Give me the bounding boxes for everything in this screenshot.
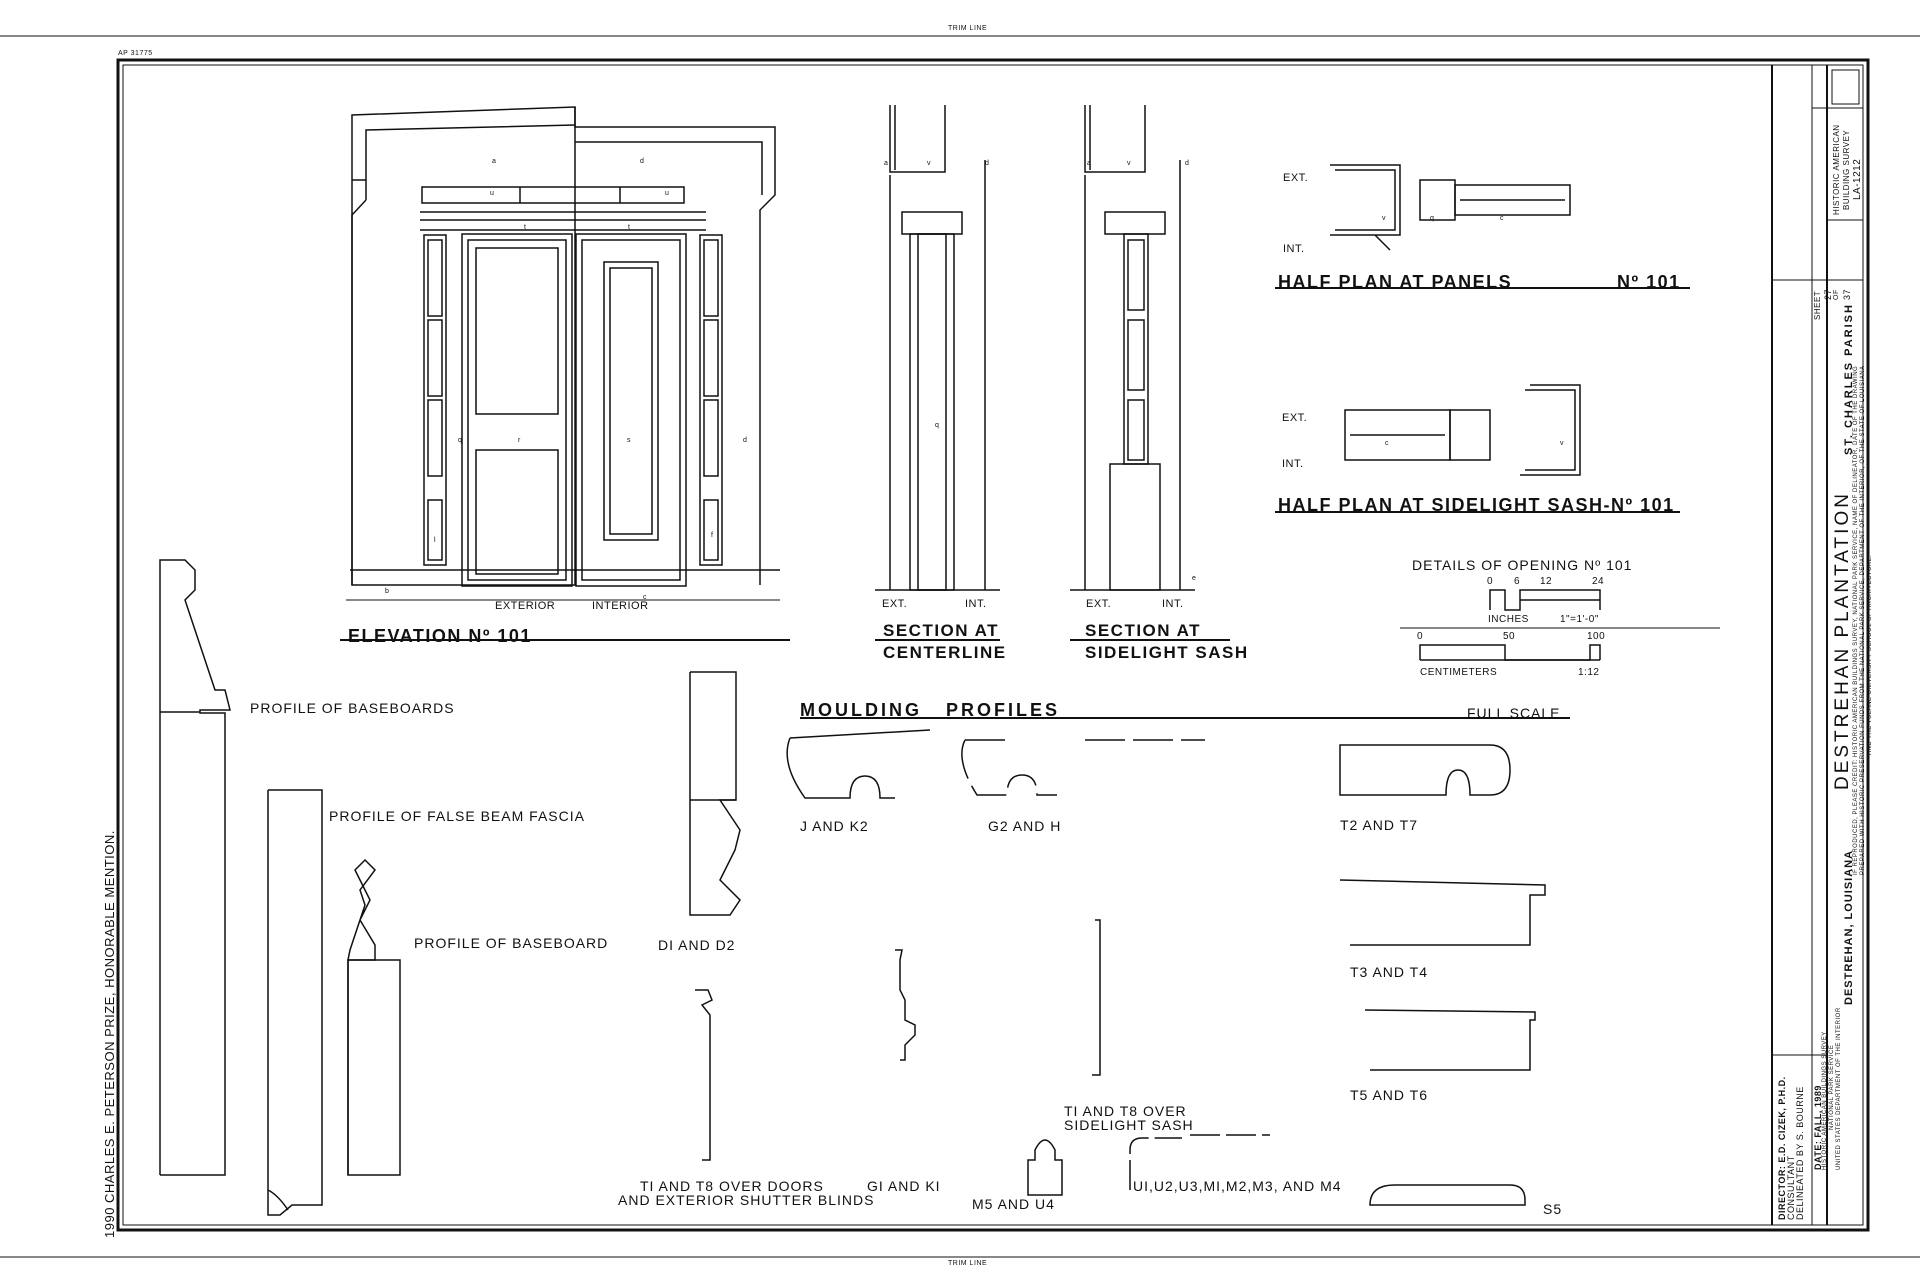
tb-credit-3: AND THE TULANE UNIVERSITY SCHOOL OF ARCH… xyxy=(1867,554,1873,755)
elevation-interior-label: INTERIOR xyxy=(592,600,649,612)
tb-service: NATIONAL PARK SERVICE xyxy=(1829,1044,1835,1130)
tb-sheet-of: OF xyxy=(1833,289,1840,300)
elev-letter-a: a xyxy=(492,158,497,165)
trim-line-bottom: TRIM LINE xyxy=(948,1260,988,1267)
tb-plantation-name: DESTREHAN PLANTATION xyxy=(1832,491,1853,790)
sec1-letter-v: v xyxy=(927,160,931,167)
elev-letter-f: f xyxy=(711,532,714,539)
sec2-letter-a: a xyxy=(1087,160,1092,167)
section-center-title-2: CENTERLINE xyxy=(883,643,1007,662)
plan1-letter-v: v xyxy=(1382,215,1386,222)
tb-habs-2: BUILDING SURVEY xyxy=(1842,129,1851,210)
sec2-letter-v: v xyxy=(1127,160,1131,167)
plan-panels-int: INT. xyxy=(1283,243,1305,255)
plan-sash-title: HALF PLAN AT SIDELIGHT SASH-Nº 101 xyxy=(1278,495,1675,515)
cm-tick-50: 50 xyxy=(1503,631,1516,642)
cm-tick-100: 100 xyxy=(1587,631,1606,642)
profile-u-series-label: UI,U2,U3,MI,M2,M3, AND M4 xyxy=(1133,1178,1342,1194)
sec2-letter-d: d xyxy=(1185,160,1190,167)
moulding-scale: FULL SCALE xyxy=(1467,705,1561,721)
profile-s5-label: S5 xyxy=(1543,1201,1563,1217)
tb-sheet-num: 27 xyxy=(1823,288,1833,300)
sec2-letter-e: e xyxy=(1192,575,1197,582)
elev-letter-l: l xyxy=(434,537,437,544)
tb-sheet-total: 37 xyxy=(1842,288,1852,300)
tb-credit-2: PREPARED WITH HISTORIC PRESERVATION FUND… xyxy=(1860,365,1866,875)
profile-t1-t8-sash-2: SIDELIGHT SASH xyxy=(1064,1117,1194,1133)
elev-letter-s: s xyxy=(627,437,631,444)
plan-sash-ext: EXT. xyxy=(1282,412,1308,424)
elev-letter-q: q xyxy=(458,437,463,444)
tb-habs-1: HISTORIC AMERICAN xyxy=(1832,124,1841,215)
elev-letter-b: b xyxy=(385,588,390,595)
profile-t1-t8-sash-1: TI AND T8 OVER xyxy=(1064,1103,1187,1119)
profile-t5-t6-label: T5 AND T6 xyxy=(1350,1087,1428,1103)
plan2-letter-v: v xyxy=(1560,440,1564,447)
elevation-title: ELEVATION Nº 101 xyxy=(348,626,532,646)
profile-t1-t8-doors-2: AND EXTERIOR SHUTTER BLINDS xyxy=(618,1192,875,1208)
tb-sheet-label: SHEET xyxy=(1813,290,1822,320)
elev-letter-t1: t xyxy=(524,224,527,231)
inch-tick-6: 6 xyxy=(1514,576,1521,587)
moulding-title: MOULDING PROFILES xyxy=(800,700,1061,720)
profile-j-k2-label: J AND K2 xyxy=(800,818,869,834)
sec1-letter-q: q xyxy=(935,422,940,429)
elev-letter-c: c xyxy=(643,594,647,601)
cm-scale: 1:12 xyxy=(1578,667,1600,678)
cm-tick-0: 0 xyxy=(1417,631,1424,642)
sec1-letter-d: d xyxy=(985,160,990,167)
elev-letter-u1: u xyxy=(490,190,495,197)
tb-department: UNITED STATES DEPARTMENT OF THE INTERIOR xyxy=(1836,1007,1842,1170)
plan1-letter-q: q xyxy=(1430,215,1435,222)
plan-sash-int: INT. xyxy=(1282,458,1304,470)
inches-label: INCHES xyxy=(1488,614,1529,625)
profile-m5-u4-label: M5 AND U4 xyxy=(972,1196,1055,1212)
profile-baseboards-label: PROFILE OF BASEBOARDS xyxy=(250,700,455,716)
section-sash-title-2: SIDELIGHT SASH xyxy=(1085,643,1249,662)
plan-panels-ext: EXT. xyxy=(1283,172,1309,184)
profile-g1-k1-label: GI AND KI xyxy=(867,1178,941,1194)
tb-habs-id: LA-1212 xyxy=(1852,158,1863,200)
section-center-int: INT. xyxy=(965,598,987,610)
elev-letter-r: r xyxy=(518,437,521,444)
inch-tick-24: 24 xyxy=(1592,576,1605,587)
profile-g2-h-label: G2 AND H xyxy=(988,818,1062,834)
profile-d1-d2-label: DI AND D2 xyxy=(658,937,736,953)
profile-t1-t8-doors-1: TI AND T8 OVER DOORS xyxy=(640,1178,824,1194)
section-sash-title-1: SECTION AT xyxy=(1085,621,1202,640)
tb-survey: HISTORIC AMERICAN BUILDINGS SURVEY xyxy=(1822,1031,1828,1170)
section-center-ext: EXT. xyxy=(882,598,908,610)
plan1-letter-c: c xyxy=(1500,215,1504,222)
peterson-prize-note: 1990 CHARLES E. PETERSON PRIZE, HONORABL… xyxy=(102,830,117,1238)
sec1-letter-a: a xyxy=(884,160,889,167)
elev-letter-d: d xyxy=(640,158,645,165)
plan-panels-number: Nº 101 xyxy=(1617,272,1681,292)
elevation-exterior-label: EXTERIOR xyxy=(495,600,556,612)
plan2-letter-c: c xyxy=(1385,440,1389,447)
plan-panels-title: HALF PLAN AT PANELS xyxy=(1278,272,1513,292)
inch-scale: 1"=1'-0" xyxy=(1560,614,1599,625)
tb-delineated: DELINEATED BY S. BOURNE xyxy=(1795,1086,1805,1220)
profile-baseboard-label: PROFILE OF BASEBOARD xyxy=(414,935,609,951)
profile-t2-t7-label: T2 AND T7 xyxy=(1340,817,1418,833)
tb-credit-1: IF REPRODUCED, PLEASE CREDIT: HISTORIC A… xyxy=(1853,365,1859,875)
corner-code: AP 31775 xyxy=(118,50,153,57)
details-title: DETAILS OF OPENING Nº 101 xyxy=(1412,557,1633,573)
elev-letter-u2: u xyxy=(665,190,670,197)
trim-line-top: TRIM LINE xyxy=(948,25,988,32)
profile-false-beam-label: PROFILE OF FALSE BEAM FASCIA xyxy=(329,808,585,824)
section-center-title-1: SECTION AT xyxy=(883,621,1000,640)
section-sash-int: INT. xyxy=(1162,598,1184,610)
inch-tick-12: 12 xyxy=(1540,576,1553,587)
section-sash-ext: EXT. xyxy=(1086,598,1112,610)
elev-letter-t2: t xyxy=(628,224,631,231)
elev-letter-d2: d xyxy=(743,437,748,444)
cm-label: CENTIMETERS xyxy=(1420,667,1498,678)
inch-tick-0: 0 xyxy=(1487,576,1494,587)
profile-t3-t4-label: T3 AND T4 xyxy=(1350,964,1428,980)
